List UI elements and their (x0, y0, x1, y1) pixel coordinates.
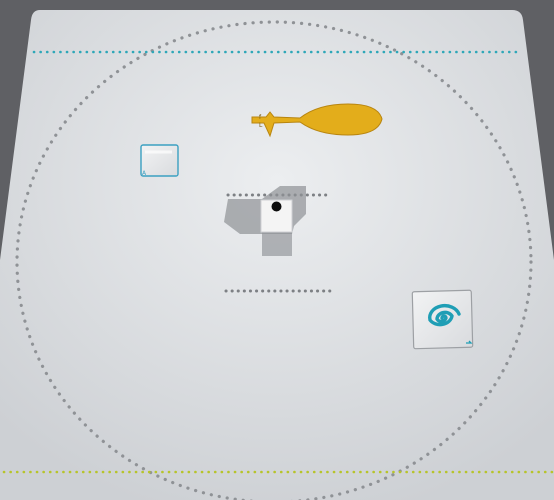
svg-text:f: f (259, 114, 262, 121)
die-icon[interactable] (260, 199, 293, 233)
small-card-icon[interactable]: A (140, 144, 179, 177)
svg-text:L: L (259, 122, 263, 129)
golden-spoon-key-icon[interactable]: f L (251, 103, 383, 138)
die-bottom-shadow (262, 232, 292, 256)
spiral-card-icon[interactable] (411, 289, 474, 350)
dotted-circle-zone (15, 20, 533, 500)
svg-text:A: A (142, 170, 147, 177)
